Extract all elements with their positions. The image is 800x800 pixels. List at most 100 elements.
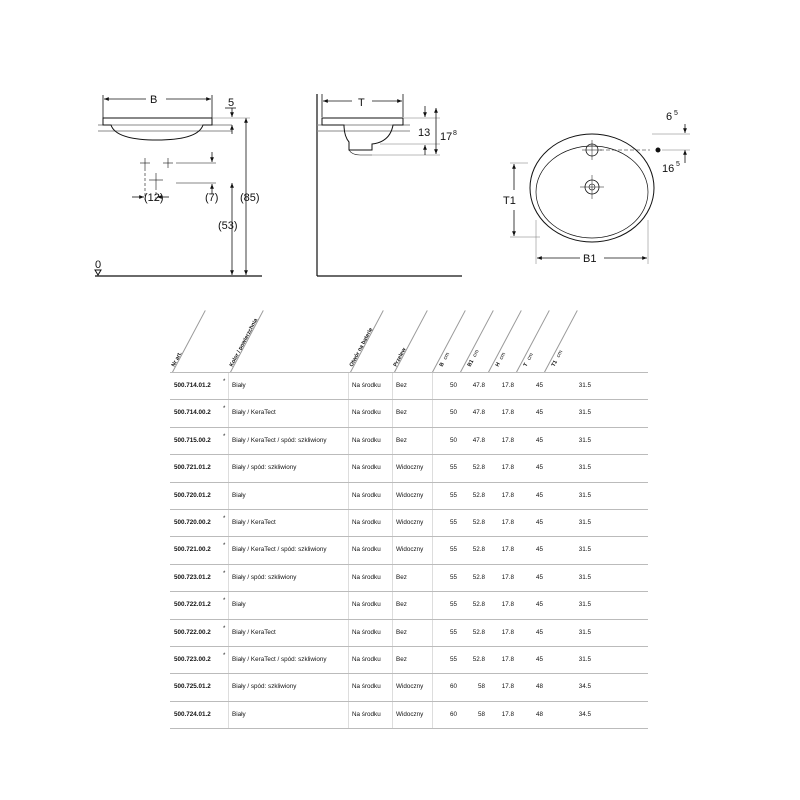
- star-mark: *: [223, 543, 226, 550]
- top-hole-distance-sup: 5: [676, 161, 680, 168]
- top-view: [510, 124, 690, 264]
- tap-hole-cell: Na środku: [352, 409, 381, 417]
- b-cell: 55: [449, 546, 457, 554]
- art-number: 500.714.00.2: [174, 409, 211, 417]
- star-mark: *: [223, 406, 226, 413]
- front-view: [94, 95, 262, 277]
- overflow-cell: Bez: [396, 436, 407, 444]
- front-total-height-label: (85): [240, 192, 260, 204]
- front-width-label: B: [150, 94, 157, 106]
- front-basin-outline: [102, 117, 213, 141]
- h-cell: 17.8: [501, 518, 514, 526]
- tap-hole-cell: Na środku: [352, 436, 381, 444]
- t-cell: 48: [535, 683, 543, 691]
- t-cell: 48: [535, 710, 543, 718]
- art-number: 500.714.01.2: [174, 382, 211, 389]
- b1-cell: 58: [477, 683, 485, 691]
- table-row: 500.720.00.2 * Biały / KeraTect Na środk…: [170, 509, 648, 538]
- side-depth-label: T: [358, 97, 365, 109]
- star-mark: *: [223, 625, 226, 632]
- table-row: 500.714.00.2 * Biały / KeraTect Na środk…: [170, 400, 648, 428]
- colour-cell: Biały: [232, 601, 246, 609]
- t1-cell: 31.5: [578, 382, 591, 389]
- colour-cell: Biały / KeraTect / spód: szkliwiony: [232, 436, 327, 444]
- colour-cell: Biały / spód: szkliwiony: [232, 573, 297, 581]
- art-number: 500.724.01.2: [174, 710, 211, 718]
- top-view-labels: 6 5 16 5 T1 B1: [503, 110, 680, 265]
- colour-cell: Biały / spód: szkliwiony: [232, 683, 297, 691]
- overflow-cell: Widoczny: [396, 464, 424, 472]
- top-hole-offset-sup: 5: [674, 110, 678, 117]
- b1-cell: 52.8: [472, 546, 485, 554]
- t-cell: 45: [535, 491, 543, 499]
- art-number: 500.720.01.2: [174, 491, 211, 499]
- table-row: 500.714.01.2 * Biały Na środku Bez 50 47…: [170, 372, 648, 401]
- tap-hole-cell: Na środku: [352, 628, 381, 636]
- b-cell: 55: [449, 601, 457, 609]
- t1-cell: 34.5: [578, 683, 591, 691]
- table-header: Nr art. Kolor / powierzchnia Otwór na ba…: [170, 310, 648, 373]
- colour-cell: Biały: [232, 491, 246, 499]
- b-cell: 55: [449, 655, 457, 663]
- b1-cell: 47.8: [472, 409, 485, 417]
- t1-cell: 31.5: [578, 573, 591, 581]
- star-mark: *: [223, 379, 226, 385]
- overflow-cell: Bez: [396, 655, 407, 663]
- t-cell: 45: [535, 628, 543, 636]
- side-view-labels: T 13 17 8: [358, 97, 457, 143]
- tap-hole-cell: Na środku: [352, 382, 381, 389]
- table-row: 500.725.01.2 Biały / spód: szkliwiony Na…: [170, 674, 648, 702]
- b1-cell: 52.8: [472, 628, 485, 636]
- star-mark: *: [223, 433, 226, 440]
- t1-cell: 31.5: [578, 601, 591, 609]
- b-cell: 60: [449, 683, 457, 691]
- overflow-cell: Widoczny: [396, 546, 424, 554]
- table-row: 500.720.01.2 Biały Na środku Widoczny 55…: [170, 482, 648, 510]
- t-cell: 45: [535, 655, 543, 663]
- h-cell: 17.8: [501, 546, 514, 554]
- top-hole-distance-main: 16: [662, 163, 674, 175]
- front-rim-label: 5: [228, 97, 234, 109]
- b1-cell: 52.8: [472, 464, 485, 472]
- table-body: 500.714.01.2 * Biały Na środku Bez 50 47…: [170, 372, 648, 730]
- b1-cell: 52.8: [472, 601, 485, 609]
- art-number: 500.723.01.2: [174, 573, 211, 581]
- table-row: 500.721.00.2 * Biały / KeraTect / spód: …: [170, 537, 648, 565]
- star-mark: *: [223, 598, 226, 605]
- h-cell: 17.8: [501, 436, 514, 444]
- b-cell: 55: [449, 628, 457, 636]
- t-cell: 45: [535, 601, 543, 609]
- front-floor-label: 0: [95, 259, 101, 271]
- front-spacing-label: (12): [144, 192, 164, 204]
- t1-cell: 31.5: [578, 491, 591, 499]
- side-basin-outline: [321, 117, 404, 151]
- side-overall-height-sup: 8: [453, 130, 457, 137]
- b-cell: 55: [449, 518, 457, 526]
- technical-drawings: B 5 (85) (53) (7) (12) 0 T 13 17 8: [94, 94, 690, 277]
- colour-cell: Biały: [232, 710, 246, 718]
- b1-cell: 47.8: [472, 382, 485, 389]
- overflow-cell: Widoczny: [396, 518, 424, 526]
- t1-cell: 31.5: [578, 655, 591, 663]
- b-cell: 60: [449, 710, 457, 718]
- b-cell: 50: [449, 382, 457, 389]
- colour-cell: Biały / KeraTect: [232, 628, 276, 636]
- art-number: 500.725.01.2: [174, 683, 211, 691]
- b-cell: 55: [449, 464, 457, 472]
- h-cell: 17.8: [501, 409, 514, 417]
- star-mark: *: [223, 652, 226, 659]
- tap-hole-cell: Na środku: [352, 518, 381, 526]
- b1-cell: 52.8: [472, 573, 485, 581]
- h-cell: 17.8: [501, 573, 514, 581]
- art-number: 500.723.00.2: [174, 655, 211, 663]
- t1-cell: 31.5: [578, 464, 591, 472]
- front-offset-label: (7): [205, 192, 218, 204]
- table-row: 500.723.01.2 * Biały / spód: szkliwiony …: [170, 564, 648, 593]
- art-number: 500.722.00.2: [174, 628, 211, 636]
- top-basin-outline: [529, 133, 655, 243]
- colour-cell: Biały / KeraTect / spód: szkliwiony: [232, 655, 327, 663]
- reference-point-icon: [655, 147, 661, 153]
- b-cell: 55: [449, 491, 457, 499]
- art-number: 500.715.00.2: [174, 436, 211, 444]
- table-row: 500.715.00.2 * Biały / KeraTect / spód: …: [170, 427, 648, 456]
